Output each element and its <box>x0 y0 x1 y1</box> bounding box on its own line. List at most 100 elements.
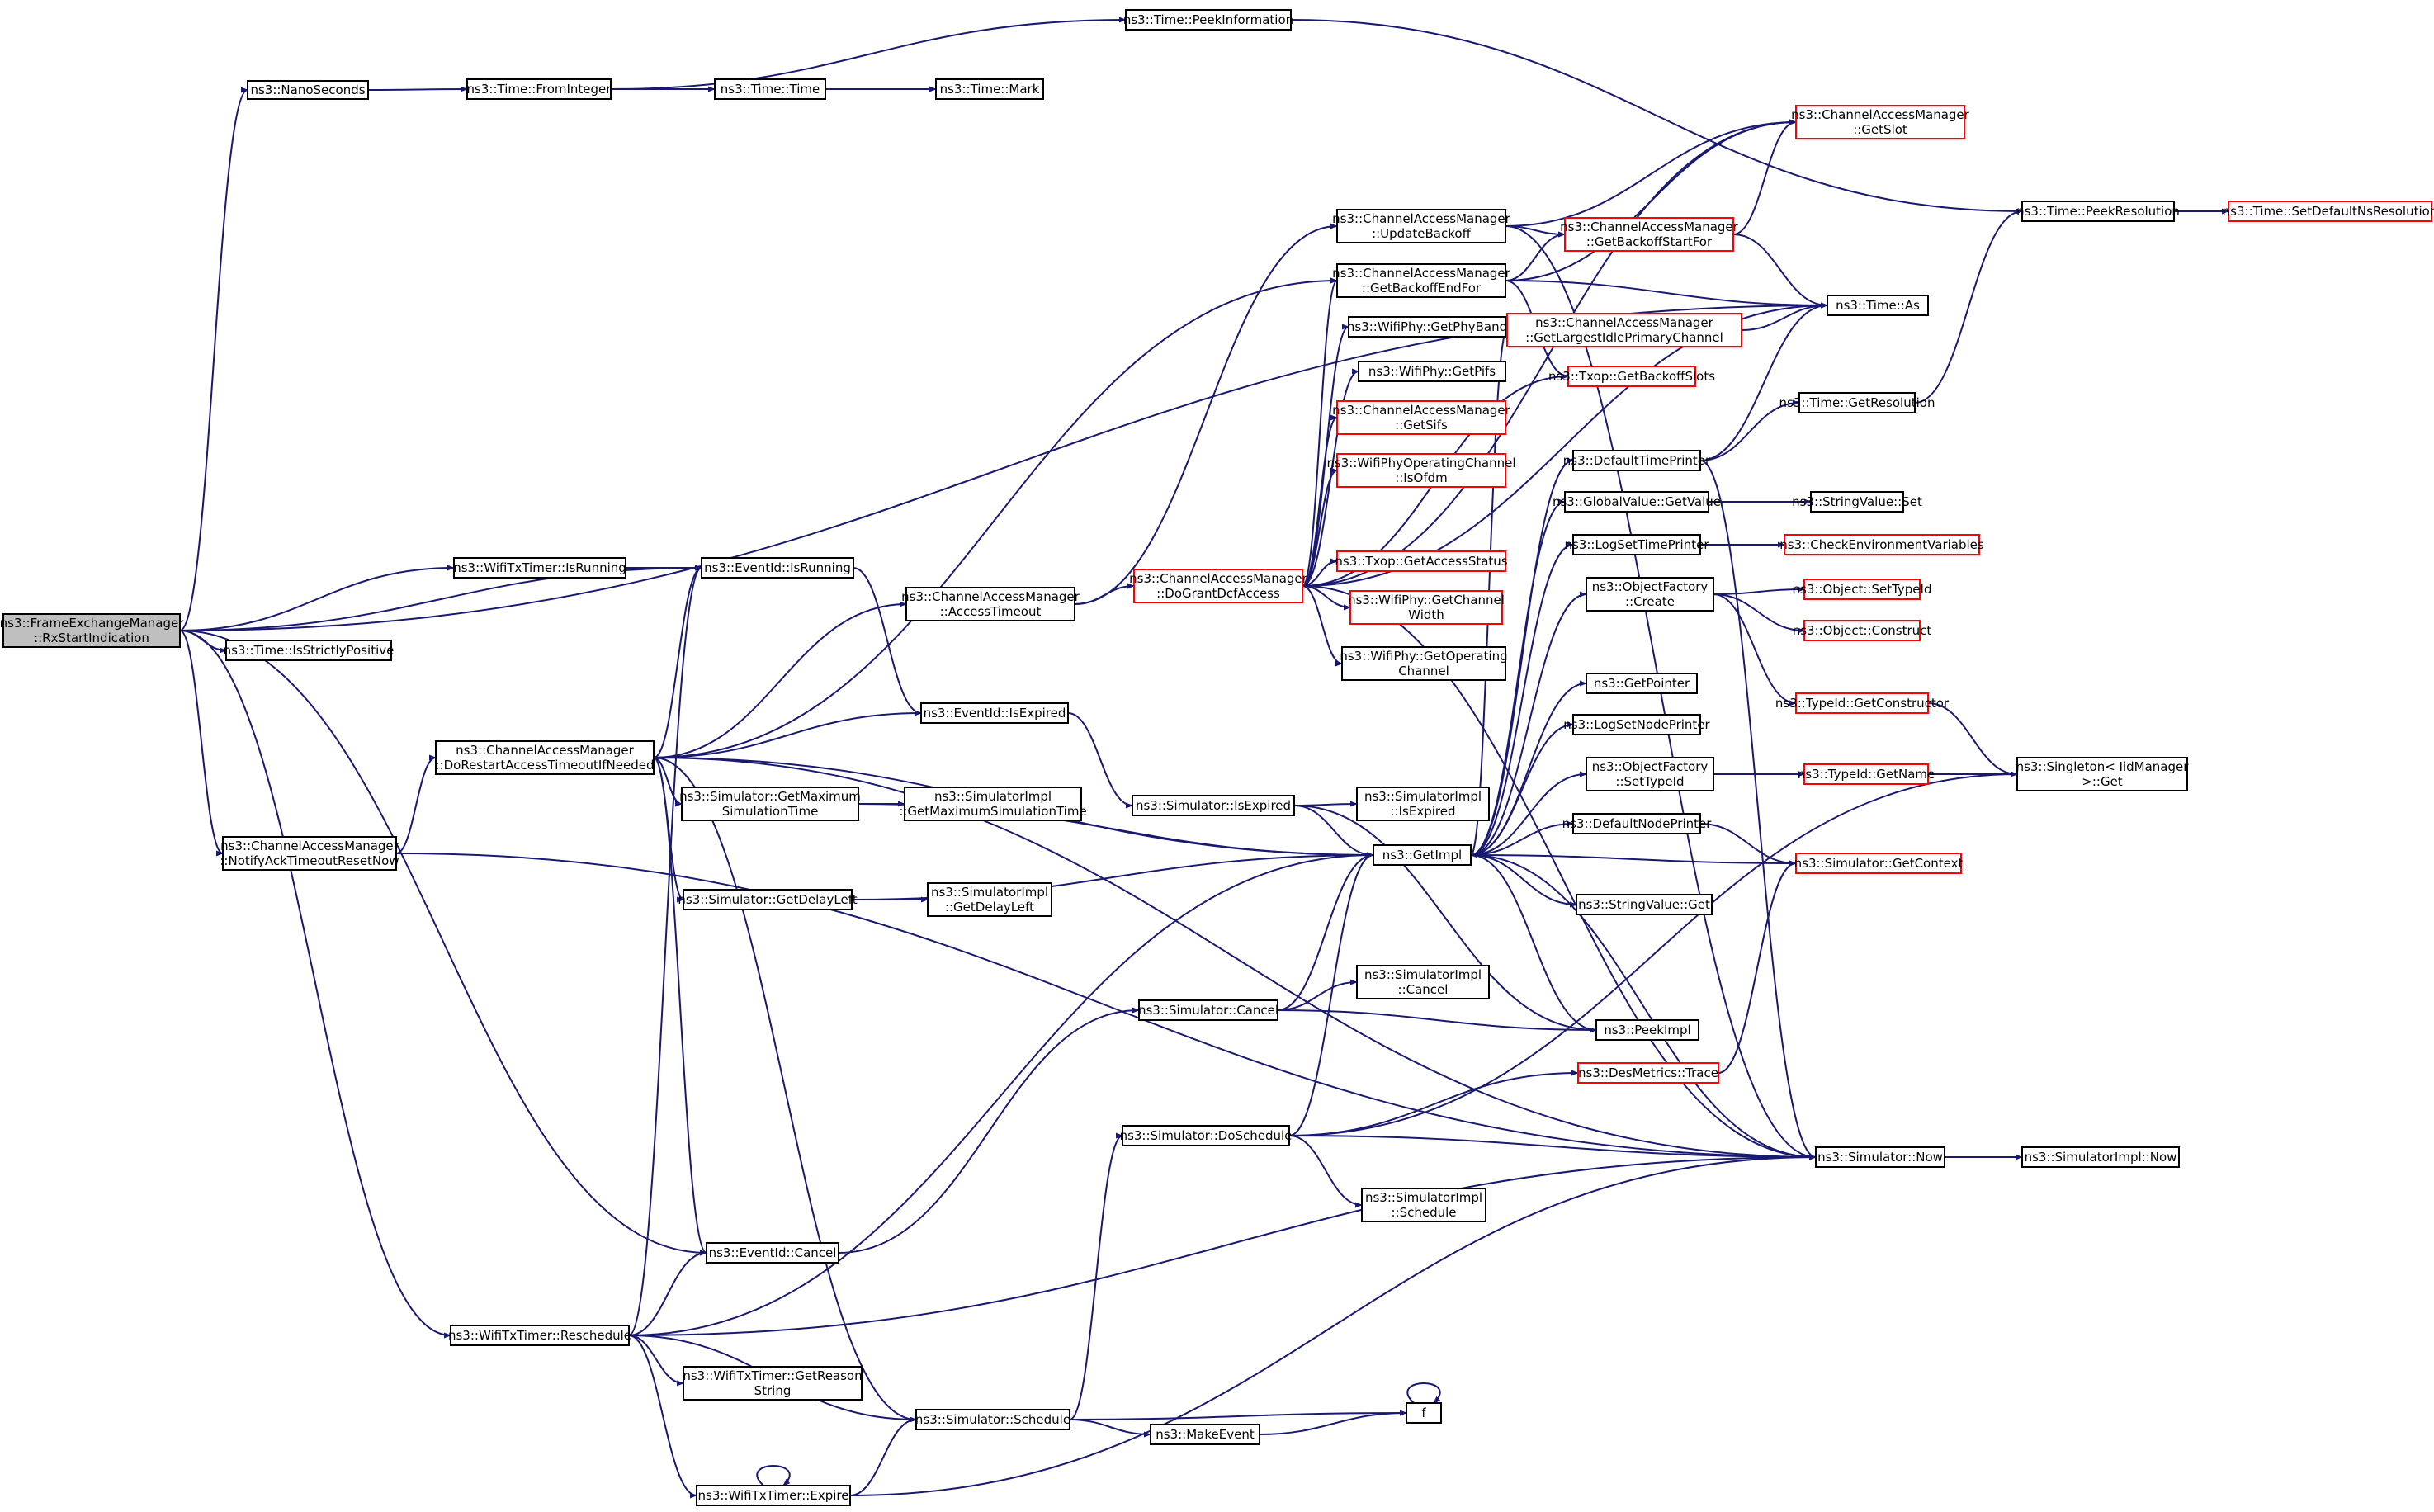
node-singleton-get[interactable]: ns3::Singleton< IidManager>::Get <box>2016 757 2190 791</box>
node-box <box>1348 316 1506 338</box>
node-is-ofdm[interactable]: ns3::WifiPhyOperatingChannel::IsOfdm <box>1326 453 1516 488</box>
node-impl-schedule[interactable]: ns3::SimulatorImpl::Schedule <box>1361 1188 1486 1222</box>
node-time-time[interactable]: ns3::Time::Time <box>714 78 826 100</box>
node-get-resolution[interactable]: ns3::Time::GetResolution <box>1779 392 1935 413</box>
node-label: ns3::CheckEnvironmentVariables <box>1779 537 1984 552</box>
node-reschedule[interactable]: ns3::WifiTxTimer::Reschedule <box>448 1325 631 1346</box>
node-get-backoff-start-for[interactable]: ns3::ChannelAccessManager::GetBackoffSta… <box>1560 217 1739 252</box>
node-simulator-now[interactable]: ns3::Simulator::Now <box>1815 1146 1945 1168</box>
node-object-factory-set-type-id[interactable]: ns3::ObjectFactory::SetTypeId <box>1586 757 1714 791</box>
node-label: SimulationTime <box>722 804 819 819</box>
node-label: ::SetTypeId <box>1615 774 1684 789</box>
node-type-id-get-name[interactable]: ns3::TypeId::GetName <box>1798 763 1935 785</box>
node-simulator-impl-now[interactable]: ns3::SimulatorImpl::Now <box>2021 1146 2180 1168</box>
call-edge <box>1713 593 1805 634</box>
node-is-strictly-positive[interactable]: ns3::Time::IsStrictlyPositive <box>224 640 395 661</box>
node-log-set-node-printer[interactable]: ns3::LogSetNodePrinter <box>1563 714 1711 735</box>
node-simulator-schedule[interactable]: ns3::Simulator::Schedule <box>915 1409 1070 1430</box>
node-label: ::GetMaximumSimulationTime <box>899 804 1086 819</box>
node-event-id-is-running[interactable]: ns3::EventId::IsRunning <box>701 557 854 579</box>
node-get-access-status[interactable]: ns3::Txop::GetAccessStatus <box>1335 550 1508 572</box>
node-do-schedule[interactable]: ns3::Simulator::DoSchedule <box>1120 1125 1293 1146</box>
node-box <box>1586 757 1714 791</box>
node-get-backoff-end-for[interactable]: ns3::ChannelAccessManager::GetBackoffEnd… <box>1332 263 1511 298</box>
node-do-grant-dcf-access[interactable]: ns3::ChannelAccessManager::DoGrantDcfAcc… <box>1129 569 1308 603</box>
node-global-value-get-value[interactable]: ns3::GlobalValue::GetValue <box>1553 491 1721 513</box>
node-box <box>1795 853 1962 874</box>
node-time-as[interactable]: ns3::Time::As <box>1827 295 1929 316</box>
node-peek-information[interactable]: ns3::Time::PeekInformation <box>1123 9 1293 31</box>
call-edge <box>653 757 1817 1160</box>
node-time-mark[interactable]: ns3::Time::Mark <box>935 78 1044 100</box>
node-default-node-printer[interactable]: ns3::DefaultNodePrinter <box>1562 813 1713 834</box>
node-get-impl[interactable]: ns3::GetImpl <box>1373 844 1472 866</box>
node-impl-cancel[interactable]: ns3::SimulatorImpl::Cancel <box>1356 965 1490 999</box>
node-from-integer[interactable]: ns3::Time::FromInteger <box>466 78 612 100</box>
node-nanoseconds[interactable]: ns3::NanoSeconds <box>247 80 369 100</box>
node-string-value-get[interactable]: ns3::StringValue::Get <box>1576 894 1713 915</box>
node-expire[interactable]: ns3::WifiTxTimer::Expire <box>696 1485 851 1506</box>
node-get-pifs[interactable]: ns3::WifiPhy::GetPifs <box>1358 361 1506 382</box>
node-get-phy-band[interactable]: ns3::WifiPhy::GetPhyBand <box>1347 316 1507 338</box>
node-get-backoff-slots[interactable]: ns3::Txop::GetBackoffSlots <box>1548 366 1715 387</box>
node-object-construct[interactable]: ns3::Object::Construct <box>1793 620 1932 641</box>
node-get-maximum-simulation-time[interactable]: ns3::Simulator::GetMaximumSimulationTime <box>679 787 861 821</box>
node-label: ns3::ChannelAccessManager <box>901 589 1080 604</box>
node-label: ns3::Simulator::Now <box>1817 1150 1943 1165</box>
node-simulator-get-context[interactable]: ns3::Simulator::GetContext <box>1794 853 1964 874</box>
node-get-constructor[interactable]: ns3::TypeId::GetConstructor <box>1775 692 1950 714</box>
node-label: ns3::SimulatorImpl <box>1364 967 1482 982</box>
call-edge <box>1074 223 1338 605</box>
call-edge <box>1505 280 1828 309</box>
node-event-id-is-expired[interactable]: ns3::EventId::IsExpired <box>920 702 1069 724</box>
node-simulator-is-expired[interactable]: ns3::Simulator::IsExpired <box>1132 795 1295 816</box>
node-peek-impl[interactable]: ns3::PeekImpl <box>1595 1019 1699 1041</box>
node-get-largest-idle[interactable]: ns3::ChannelAccessManager::GetLargestIdl… <box>1506 313 1742 347</box>
node-object-factory-create[interactable]: ns3::ObjectFactory::Create <box>1586 577 1714 612</box>
node-get-pointer[interactable]: ns3::GetPointer <box>1586 673 1698 694</box>
node-string-value-set[interactable]: ns3::StringValue::Set <box>1792 491 1922 513</box>
node-event-id-cancel[interactable]: ns3::EventId::Cancel <box>706 1242 839 1264</box>
node-access-timeout[interactable]: ns3::ChannelAccessManager::AccessTimeout <box>901 587 1080 621</box>
node-log-set-time-printer[interactable]: ns3::LogSetTimePrinter <box>1564 534 1709 555</box>
node-simulator-cancel[interactable]: ns3::Simulator::Cancel <box>1138 999 1278 1021</box>
node-label: ns3::WifiTxTimer::IsRunning <box>453 560 626 575</box>
node-check-env-vars[interactable]: ns3::CheckEnvironmentVariables <box>1779 534 1984 555</box>
node-label: ns3::MakeEvent <box>1156 1427 1255 1442</box>
node-wifi-tx-timer-is-running[interactable]: ns3::WifiTxTimer::IsRunning <box>453 557 626 579</box>
node-impl-get-maximum-simulation-time[interactable]: ns3::SimulatorImpl::GetMaximumSimulation… <box>899 787 1087 821</box>
node-label: ::IsOfdm <box>1395 470 1448 485</box>
node-set-type-id[interactable]: ns3::Object::SetTypeId <box>1793 579 1932 600</box>
node-update-backoff[interactable]: ns3::ChannelAccessManager::UpdateBackoff <box>1332 209 1511 243</box>
node-default-time-printer[interactable]: ns3::DefaultTimePrinter <box>1563 450 1711 471</box>
call-edge <box>628 1250 707 1336</box>
node-do-restart-access-timeout[interactable]: ns3::ChannelAccessManager::DoRestartAcce… <box>435 740 655 775</box>
node-box <box>1803 620 1921 641</box>
node-get-delay-left[interactable]: ns3::Simulator::GetDelayLeft <box>678 889 858 910</box>
node-notify-ack-timeout[interactable]: ns3::ChannelAccessManager::NotifyAckTime… <box>220 836 399 871</box>
node-set-default-ns-resolution[interactable]: ns3::Time::SetDefaultNsResolution <box>2223 201 2434 222</box>
node-label: ns3::ChannelAccessManager <box>456 743 634 758</box>
node-get-sifs[interactable]: ns3::ChannelAccessManager::GetSifs <box>1332 400 1511 435</box>
call-edge <box>1288 1070 1579 1136</box>
node-label: ns3::FrameExchangeManager <box>0 616 184 631</box>
node-peek-resolution[interactable]: ns3::Time::PeekResolution <box>2016 201 2180 222</box>
node-make-event[interactable]: ns3::MakeEvent <box>1150 1424 1260 1445</box>
node-f[interactable]: f <box>1406 1402 1442 1424</box>
call-edge <box>1470 820 1574 856</box>
node-box <box>247 80 369 100</box>
node-get-slot[interactable]: ns3::ChannelAccessManager::GetSlot <box>1791 105 1970 139</box>
node-impl-get-delay-left[interactable]: ns3::SimulatorImpl::GetDelayLeft <box>927 882 1052 917</box>
node-label: ::GetSifs <box>1395 418 1448 432</box>
node-rx-start[interactable]: ns3::FrameExchangeManager::RxStartIndica… <box>0 613 184 648</box>
call-edge <box>1302 585 1351 611</box>
node-label: ns3::ChannelAccessManager <box>1535 315 1713 330</box>
node-des-metrics-trace[interactable]: ns3::DesMetrics::Trace <box>1577 1062 1719 1084</box>
node-box <box>696 1485 851 1506</box>
node-simulator-impl-is-expired[interactable]: ns3::SimulatorImpl::IsExpired <box>1356 787 1490 821</box>
node-label: ns3::ChannelAccessManager <box>1129 571 1307 586</box>
node-label: ns3::Time::FromInteger <box>467 82 612 97</box>
